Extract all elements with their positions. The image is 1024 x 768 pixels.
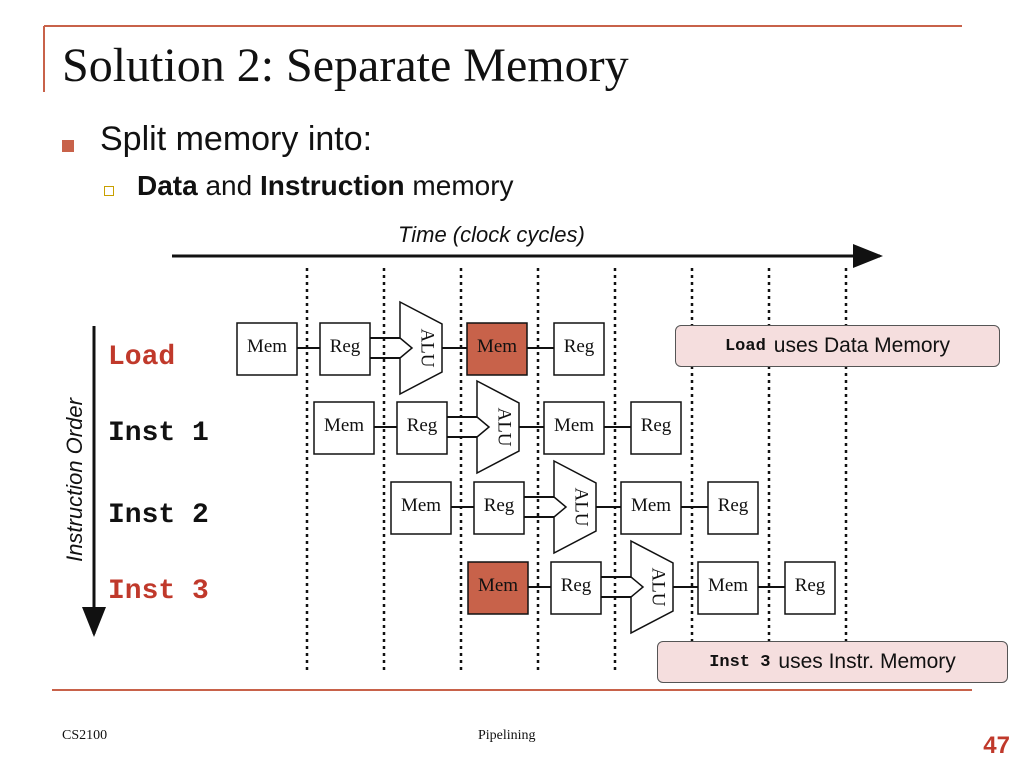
stage-label: Reg xyxy=(330,336,361,357)
stage-label: Mem xyxy=(477,336,517,357)
stage-label: Mem xyxy=(631,495,671,516)
stage-label: Mem xyxy=(324,415,364,436)
stage-label: Reg xyxy=(564,336,595,357)
callout-inst3: Inst 3 uses Instr. Memory xyxy=(657,641,1008,683)
bold-instruction: Instruction xyxy=(259,170,405,201)
footer-topic: Pipelining xyxy=(478,728,536,743)
stage-label: Mem xyxy=(401,495,441,516)
instr-label-inst1: Inst 1 xyxy=(108,418,209,449)
stage-label: Mem xyxy=(247,336,287,357)
instr-label-inst3: Inst 3 xyxy=(108,576,209,607)
alu-stage-shape xyxy=(476,379,520,475)
mem-stage-box xyxy=(466,322,528,376)
reg-stage-box xyxy=(553,322,605,376)
mem-stage-box xyxy=(236,322,298,376)
alu-stage-shape xyxy=(399,300,443,396)
alu-label: ALU xyxy=(417,328,438,367)
time-axis-label: Time (clock cycles) xyxy=(398,222,585,247)
bullet-square-icon xyxy=(62,140,74,152)
instr-label-load: Load xyxy=(108,342,176,373)
reg-stage-box xyxy=(707,481,759,535)
instruction-order-label: Instruction Order xyxy=(62,398,87,562)
callout-inst3-code: Inst 3 xyxy=(709,652,771,672)
mem-stage-box xyxy=(620,481,682,535)
instr-label-inst2: Inst 2 xyxy=(108,500,209,531)
callout-load-code: Load xyxy=(724,336,766,356)
stage-label: Reg xyxy=(484,495,515,516)
mem-stage-box xyxy=(697,561,759,615)
mem-stage-box xyxy=(390,481,452,535)
stage-label: Reg xyxy=(641,415,672,436)
memory-text: memory xyxy=(404,170,514,201)
callout-load: Load uses Data Memory xyxy=(675,325,1000,367)
reg-stage-box xyxy=(319,322,371,376)
footer-course: CS2100 xyxy=(62,728,108,743)
mem-stage-box xyxy=(543,401,605,455)
stage-label: Mem xyxy=(708,575,748,596)
reg-stage-box xyxy=(473,481,525,535)
alu-stage-shape xyxy=(553,459,597,555)
stage-label: Reg xyxy=(795,575,826,596)
stage-label: Mem xyxy=(554,415,594,436)
alu-label: ALU xyxy=(494,407,515,446)
mem-stage-box xyxy=(313,401,375,455)
bullet-text: Split memory into: xyxy=(100,120,373,158)
callout-inst3-text: uses Instr. Memory xyxy=(778,650,956,673)
reg-stage-box xyxy=(630,401,682,455)
alu-stage-shape xyxy=(630,539,674,635)
mem-stage-box xyxy=(467,561,529,615)
callout-load-text: uses Data Memory xyxy=(773,334,951,357)
stage-label: Mem xyxy=(478,575,518,596)
stage-label: Reg xyxy=(718,495,749,516)
alu-label: ALU xyxy=(571,487,592,526)
and-text: and xyxy=(197,170,260,201)
stage-label: Reg xyxy=(561,575,592,596)
reg-stage-box xyxy=(550,561,602,615)
reg-stage-box xyxy=(784,561,836,615)
alu-label: ALU xyxy=(648,567,669,606)
sub-bullet-icon xyxy=(104,186,114,196)
reg-stage-box xyxy=(396,401,448,455)
sub-bullet-text: Data and Instruction memory xyxy=(137,170,514,202)
page-number: 47 xyxy=(983,732,1010,759)
page-title: Solution 2: Separate Memory xyxy=(62,39,629,92)
bold-data: Data xyxy=(137,170,198,201)
stage-label: Reg xyxy=(407,415,438,436)
